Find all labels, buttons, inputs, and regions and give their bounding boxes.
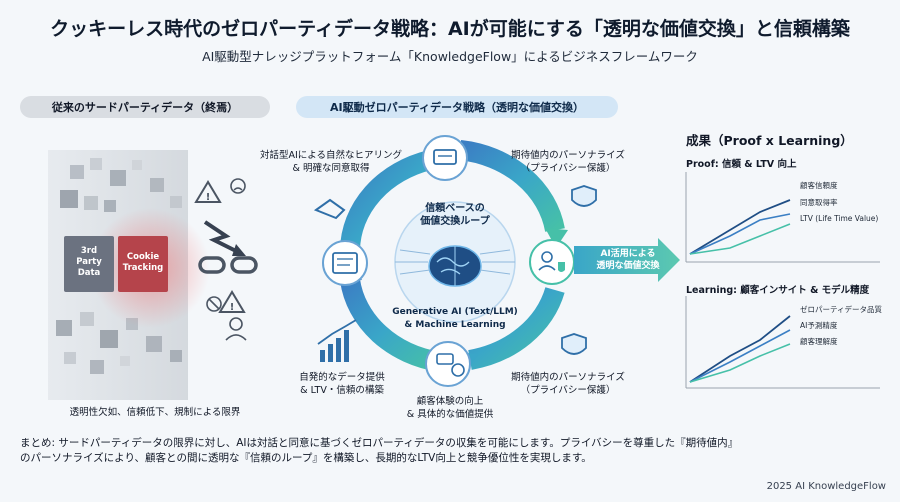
- feedback-node: [425, 341, 471, 387]
- footer-copyright: 2025 AI KnowledgeFlow: [766, 481, 886, 492]
- broken-chain-icon: [198, 256, 258, 274]
- lightning-arrow-head-icon: [232, 244, 246, 256]
- chat-node: [422, 135, 468, 181]
- node-label-dialog-ai: 対話型AIによる自然なヒアリング & 明確な同意取得: [259, 150, 403, 174]
- ai-band-arrow: [574, 238, 680, 282]
- page-title: クッキーレス時代のゼロパーティデータ戦略：AIが可能にする「透明な価値交換」と信…: [50, 18, 850, 40]
- legend-consent-rate: 同意取得率: [800, 198, 838, 207]
- legend-ai-accuracy: AI予測精度: [800, 321, 838, 330]
- node-label-voluntary-data: 自発的なデータ提供 & LTV・信頼の構築: [299, 372, 385, 396]
- cookie-tracking-label: Cookie Tracking: [122, 252, 164, 273]
- legend-customer-trust: 顧客信頼度: [800, 181, 838, 190]
- section-pill-zero-party: AI駆動ゼロパーティデータ戦略（透明な価値交換）: [296, 96, 618, 118]
- learning-label: Learning: 顧客インサイト & モデル精度: [686, 285, 870, 296]
- node-label-customer-experience: 顧客体験の向上 & 具体的な価値提供: [406, 396, 494, 420]
- user-worried-icon: [225, 317, 247, 341]
- growth-chart-icon: [317, 319, 357, 362]
- legend-customer-understanding: 顧客理解度: [800, 337, 838, 346]
- loop-center-title: 信頼ベースの 価値交換ループ: [420, 203, 490, 227]
- node-label-personalize-top: 期待値内のパーソナライズ （プライバシー保護）: [511, 150, 625, 174]
- legend-data-quality: ゼロパーティデータ品質: [800, 305, 883, 314]
- third-party-data-label: 3rd Party Data: [76, 246, 102, 278]
- value-exchange-ring: [340, 140, 568, 372]
- proof-chart: [685, 172, 880, 263]
- user-shield-node: [529, 239, 575, 285]
- node-label-personalize-bottom: 期待値内のパーソナライズ （プライバシー保護）: [511, 372, 625, 396]
- summary-text: まとめ: サードパーティデータの限界に対し、AIは対話と同意に基づくゼロパーティ…: [20, 437, 739, 464]
- section-pill-third-party: 従来のサードパーティデータ（終焉）: [20, 96, 270, 118]
- brain-icon: [428, 245, 482, 287]
- results-title: 成果（Proof x Learning）: [686, 133, 853, 148]
- lightning-arrow-icon: [203, 220, 239, 254]
- shield-icon: [571, 185, 597, 207]
- limitations-text: 透明性欠如、信頼低下、規制による限界: [69, 407, 241, 418]
- proof-label: Proof: 信頼 & LTV 向上: [686, 159, 797, 170]
- no-tracking-icon: [206, 296, 222, 312]
- handshake-icon: [313, 198, 346, 220]
- learning-chart: [685, 296, 880, 389]
- ai-core-label: Generative AI (Text/LLM) & Machine Learn…: [392, 307, 518, 330]
- shield-icon-2: [561, 333, 587, 355]
- sad-face-icon: [230, 178, 246, 194]
- form-node: [322, 240, 368, 286]
- warning-icon: !: [194, 180, 222, 203]
- page-subtitle: AI駆動型ナレッジプラットフォーム「KnowledgeFlow」によるビジネスフ…: [202, 49, 698, 64]
- legend-ltv: LTV (Life Time Value): [800, 214, 879, 223]
- svg-text:!: !: [230, 302, 235, 313]
- ai-value-exchange-band: AI活用による 透明な価値交換: [596, 249, 660, 271]
- circuit-lines: [395, 249, 515, 275]
- svg-text:!: !: [206, 192, 211, 203]
- third-party-data-box: [64, 236, 114, 292]
- warning-icon-2: !: [218, 290, 246, 313]
- cookie-tracking-box: [118, 236, 168, 292]
